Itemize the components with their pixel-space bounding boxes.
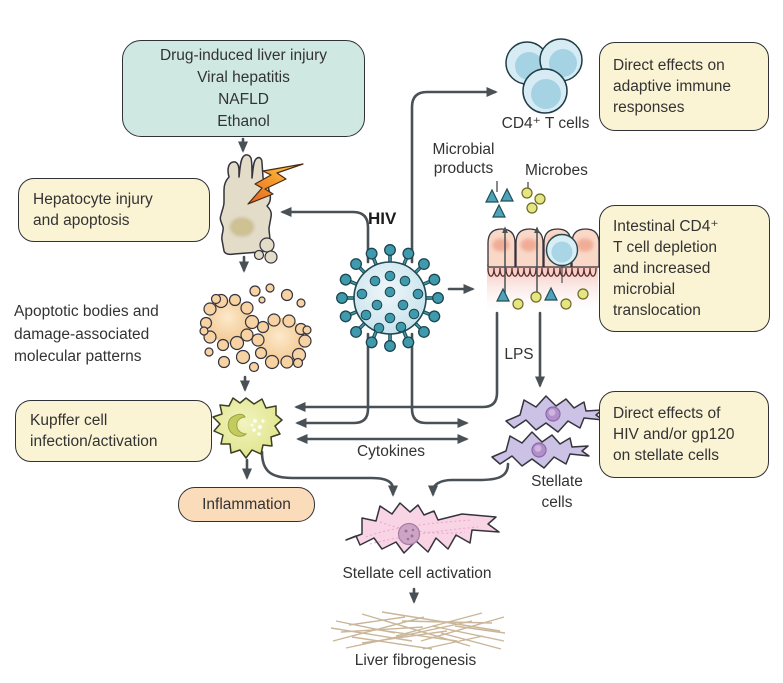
intestinal-line: and increased bbox=[613, 260, 711, 277]
arrow-icon bbox=[237, 86, 546, 604]
stellate-effects-box: Direct effects of HIV and/or gp120 on st… bbox=[599, 391, 769, 478]
microbial-products-label: Microbial products bbox=[432, 141, 495, 177]
inflammation-label: Inflammation bbox=[202, 496, 291, 513]
microbes-label: Microbes bbox=[525, 162, 588, 179]
arrow-hiv-to-hepatocyte bbox=[280, 206, 370, 264]
kupffer-box: Kupffer cell infection/activation bbox=[15, 400, 212, 462]
hepatocyte-injury-line: Hepatocyte injury bbox=[33, 191, 153, 208]
etiology-line: NAFLD bbox=[218, 90, 269, 108]
intestinal-line: Intestinal CD4⁺ bbox=[613, 218, 719, 235]
hepatocyte-injury-line: and apoptosis bbox=[33, 212, 130, 229]
stellate-cell-icon bbox=[491, 395, 604, 469]
microbe-icon bbox=[512, 187, 589, 310]
adaptive-effects-line: responses bbox=[613, 99, 685, 116]
arrow-kupffer-to-activation bbox=[260, 450, 399, 497]
activated-stellate-cell-icon bbox=[345, 502, 500, 554]
apoptotic-label: Apoptotic bodies and damage-associated m… bbox=[14, 303, 159, 365]
stellate-effects-line: Direct effects of bbox=[613, 405, 721, 422]
fibrosis-icon bbox=[330, 611, 506, 650]
hiv-virion-icon bbox=[334, 242, 446, 354]
brush-border bbox=[487, 267, 597, 277]
intraepithelial-cd4-cell-icon bbox=[545, 233, 579, 267]
cytokines-label: Cytokines bbox=[356, 443, 426, 460]
intestinal-epithelium-icon bbox=[487, 226, 600, 312]
kupffer-cell-icon bbox=[212, 397, 283, 459]
translocation-arrows bbox=[502, 226, 540, 293]
hepatocyte-injury-box: Hepatocyte injury and apoptosis bbox=[18, 178, 210, 242]
intestinal-line: T cell depletion bbox=[613, 239, 717, 256]
arrow-hiv-to-kupffer bbox=[295, 332, 370, 429]
inflammation-box: Inflammation bbox=[178, 487, 315, 522]
apoptotic-bodies-icon bbox=[199, 283, 312, 373]
etiology-line: Viral hepatitis bbox=[197, 68, 290, 86]
intestinal-line: translocation bbox=[613, 302, 701, 319]
stellate-activation-label: Stellate cell activation bbox=[342, 565, 492, 582]
liver-fibrogenesis-label: Liver fibrogenesis bbox=[354, 652, 477, 669]
hiv-label: HIV bbox=[368, 209, 397, 228]
lightning-icon bbox=[247, 163, 304, 205]
cd4-tcell-icon bbox=[505, 38, 583, 114]
cd4-tcells-label: CD4⁺ T cells bbox=[501, 115, 590, 132]
lps-label: LPS bbox=[504, 346, 534, 363]
etiology-line: Ethanol bbox=[217, 112, 270, 130]
adaptive-effects-line: adaptive immune bbox=[613, 78, 732, 95]
adaptive-effects-line: Direct effects on bbox=[613, 57, 725, 74]
stellate-effects-line: on stellate cells bbox=[613, 447, 719, 464]
intestinal-line: microbial bbox=[613, 281, 676, 298]
kupffer-line: Kupffer cell bbox=[30, 412, 108, 429]
stellate-cells-label: Stellate cells bbox=[531, 473, 583, 511]
arrow-lps-to-kupffer bbox=[294, 311, 499, 413]
hepatocyte-icon bbox=[219, 154, 304, 264]
arrow-hiv-to-stellate bbox=[410, 332, 469, 429]
intestinal-box: Intestinal CD4⁺ T cell depletion and inc… bbox=[599, 205, 770, 332]
microbial-product-icon bbox=[485, 187, 558, 302]
etiology-line: Drug-induced liver injury bbox=[159, 46, 328, 64]
kupffer-line: infection/activation bbox=[30, 433, 158, 450]
adaptive-effects-box: Direct effects on adaptive immune respon… bbox=[599, 42, 769, 131]
stellate-effects-line: HIV and/or gp120 bbox=[613, 426, 735, 443]
arrow-hiv-to-cd4 bbox=[410, 86, 498, 264]
arrow-stellate-to-activation bbox=[427, 462, 510, 497]
etiology-box: Drug-induced liver injury Viral hepatiti… bbox=[122, 40, 365, 137]
